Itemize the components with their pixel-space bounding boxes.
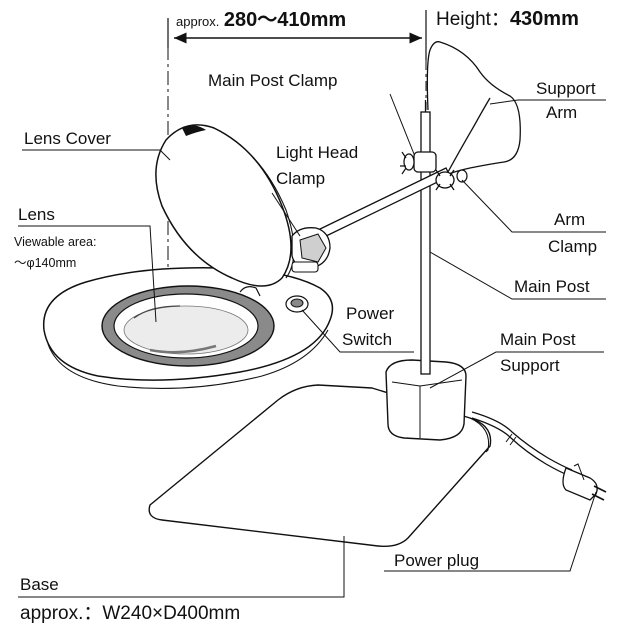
support-arm: [426, 41, 521, 177]
label-main-post: Main Post: [514, 277, 590, 296]
main-post-clamp: [400, 151, 437, 175]
lens: [101, 285, 275, 367]
power-plug: [562, 463, 607, 501]
arm-clamp: [435, 169, 468, 191]
label-support-arm-line2: Arm: [546, 103, 578, 122]
label-main-post-support-line2: Support: [500, 356, 560, 375]
leader-lines: [18, 93, 606, 598]
label-power-plug: Power plug: [394, 551, 480, 570]
width-approx-prefix: approx.: [176, 14, 220, 29]
label-main-post-support-line1: Main Post: [500, 330, 576, 349]
label-base: Base: [20, 575, 59, 594]
label-viewable-area-line1: Viewable area:: [14, 235, 97, 249]
label-support-arm-line1: Support: [536, 79, 596, 98]
label-base-dimensions: approx.：W240×D400mm: [20, 603, 241, 624]
power-cord: [471, 411, 573, 477]
power-switch: [285, 295, 309, 313]
width-dimension-arrow: [167, 10, 427, 60]
label-arm-clamp-line2: Clamp: [548, 237, 598, 256]
label-power-switch-line1: Power: [346, 304, 395, 323]
height-dimension-label: Height：430mm: [436, 9, 579, 29]
label-light-head-clamp-line1: Light Head: [276, 143, 359, 162]
label-main-post-clamp: Main Post Clamp: [208, 71, 338, 90]
label-lens-cover: Lens Cover: [24, 129, 111, 148]
light-head-clamp: [291, 227, 331, 273]
label-power-switch-line2: Switch: [342, 330, 393, 349]
main-post: [420, 100, 431, 375]
width-dimension-label: approx. 280〜410mm: [176, 10, 346, 30]
label-arm-clamp-line1: Arm: [554, 210, 586, 229]
lens-cover: [155, 124, 295, 287]
width-range-value: 280〜410mm: [223, 9, 347, 31]
hinge: [239, 286, 261, 297]
label-light-head-clamp-line2: Clamp: [276, 169, 326, 188]
height-prefix: Height：: [436, 9, 510, 30]
height-value: 430mm: [509, 8, 579, 30]
main-post-support: [385, 359, 467, 441]
label-lens: Lens: [18, 205, 55, 224]
label-viewable-area-line2: ～φ140mm: [14, 256, 77, 270]
